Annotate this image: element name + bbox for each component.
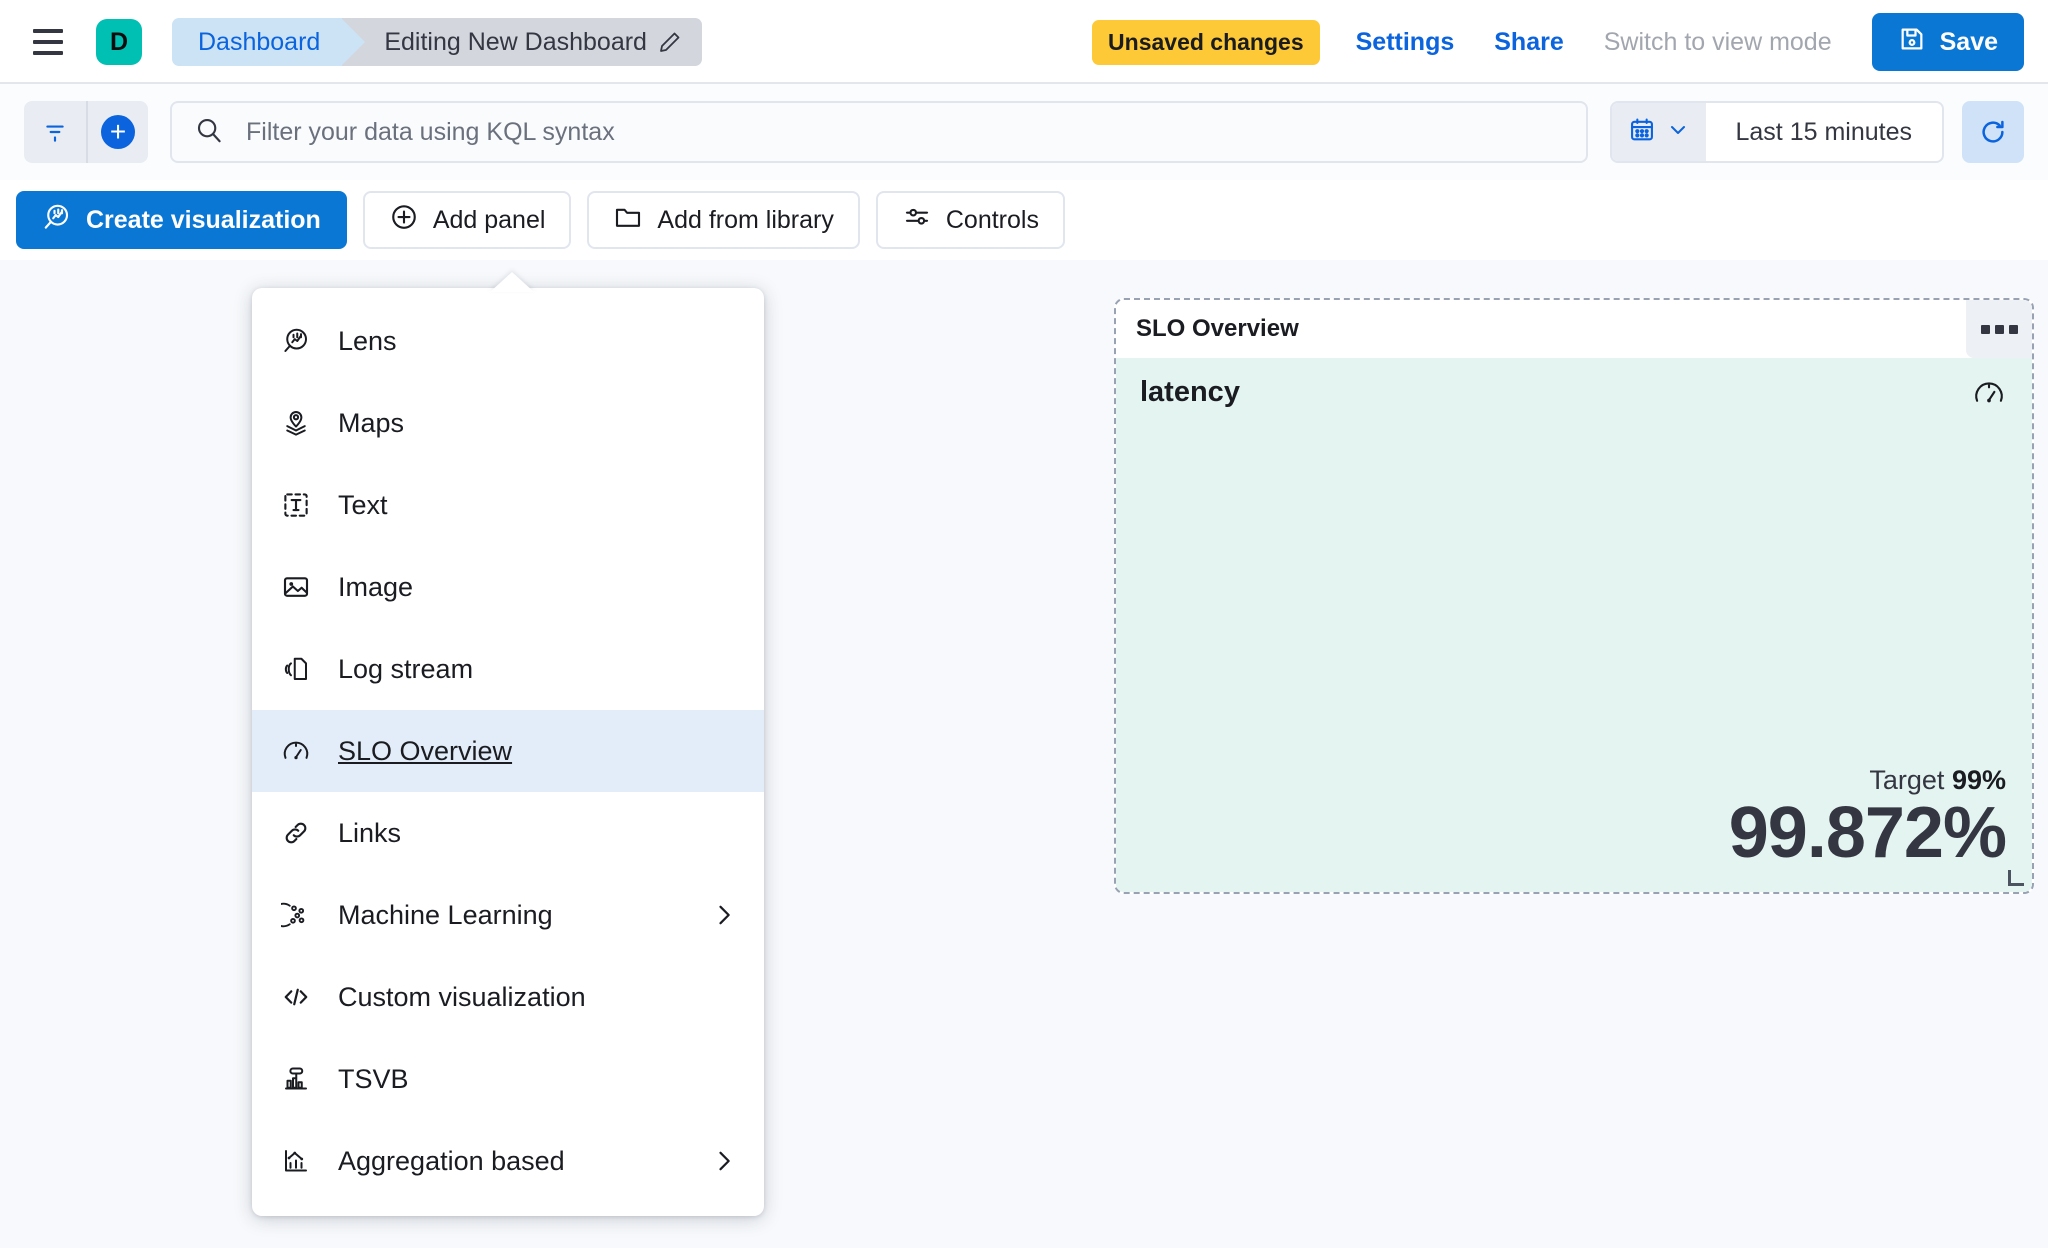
slo-panel-body: latency Target 99% 99.872% (1116, 358, 2032, 892)
menu-item-label: Machine Learning (338, 899, 553, 930)
menu-item-label: TSVB (338, 1063, 409, 1094)
code-icon (280, 981, 312, 1013)
menu-item-label: Maps (338, 407, 405, 438)
slo-name: latency (1140, 376, 1240, 408)
menu-item-lens[interactable]: Lens (252, 300, 764, 382)
pencil-icon[interactable] (658, 30, 682, 54)
panel-title: SLO Overview (1136, 315, 1299, 342)
add-panel-menu: Lens Maps Text (252, 288, 764, 1216)
calendar-icon (1628, 116, 1656, 149)
log-stream-icon (280, 653, 312, 685)
query-bar: + Filter your data using KQL syntax (0, 84, 2048, 180)
aggregation-icon (280, 1145, 312, 1177)
date-picker: Last 15 minutes (1609, 101, 1944, 163)
slo-sli-value: 99.872% (1728, 793, 2007, 874)
breadcrumb-dashboard[interactable]: Dashboard (172, 18, 366, 66)
menu-item-image[interactable]: Image (252, 546, 764, 628)
slo-target-value: 99% (1951, 765, 2006, 796)
link-icon (280, 817, 312, 849)
menu-item-label: Custom visualization (338, 981, 586, 1012)
save-button-label: Save (1939, 27, 1998, 56)
save-disk-icon (1898, 25, 1926, 60)
share-link[interactable]: Share (1494, 27, 1564, 56)
filter-icon[interactable] (24, 101, 86, 163)
time-range-display[interactable]: Last 15 minutes (1735, 117, 1913, 146)
tsvb-icon (280, 1063, 312, 1095)
filter-group: + (24, 101, 148, 163)
dashboard-toolbar: Create visualization Add panel Add from … (0, 180, 2048, 260)
gauge-icon (1972, 376, 2006, 415)
calendar-quick-select-button[interactable] (1611, 103, 1706, 161)
save-button[interactable]: Save (1871, 13, 2024, 71)
refresh-icon[interactable] (1962, 101, 2024, 163)
menu-item-label: SLO Overview (338, 735, 513, 766)
add-from-library-button[interactable]: Add from library (587, 191, 860, 249)
hamburger-icon[interactable] (26, 20, 70, 64)
gauge-icon (280, 735, 312, 767)
menu-item-slo-overview[interactable]: SLO Overview (252, 710, 764, 792)
create-visualization-button[interactable]: Create visualization (16, 191, 347, 249)
menu-item-label: Log stream (338, 653, 474, 684)
menu-item-tsvb[interactable]: TSVB (252, 1038, 764, 1120)
breadcrumb-dashboard-label: Dashboard (198, 27, 321, 56)
search-placeholder: Filter your data using KQL syntax (246, 117, 615, 146)
settings-link[interactable]: Settings (1355, 27, 1455, 56)
panel-header: SLO Overview (1116, 300, 2032, 358)
menu-item-label: Text (338, 489, 388, 520)
slo-overview-panel[interactable]: SLO Overview latency Target 99% 99.872% (1114, 298, 2034, 894)
menu-item-text[interactable]: Text (252, 464, 764, 546)
search-icon (194, 115, 224, 150)
map-pin-layers-icon (280, 407, 312, 439)
slo-metric-block: Target 99% 99.872% (1140, 765, 2007, 874)
avatar-letter: D (109, 27, 129, 56)
breadcrumb-current-label: Editing New Dashboard (384, 27, 647, 56)
lens-icon (280, 325, 312, 357)
add-filter-button[interactable]: + (86, 101, 148, 163)
breadcrumb: Dashboard Editing New Dashboard (172, 18, 702, 66)
switch-to-view-mode-link[interactable]: Switch to view mode (1603, 27, 1832, 56)
slo-header-row: latency (1140, 376, 2006, 415)
controls-label: Controls (945, 205, 1039, 234)
menu-item-maps[interactable]: Maps (252, 382, 764, 464)
slo-target-row: Target 99% (1140, 765, 2006, 796)
three-dots-icon[interactable] (1966, 300, 2032, 358)
menu-item-aggregation-based[interactable]: Aggregation based (252, 1120, 764, 1202)
menu-item-label: Links (338, 817, 402, 848)
menu-item-custom-visualization[interactable]: Custom visualization (252, 956, 764, 1038)
menu-item-label: Image (338, 571, 414, 602)
popover-arrow (490, 272, 534, 292)
text-box-icon (280, 489, 312, 521)
app-header: D Dashboard Editing New Dashboard Unsave… (0, 0, 2048, 84)
status-badge[interactable]: Unsaved changes (1092, 19, 1320, 65)
slo-target-label: Target (1869, 765, 1945, 796)
folder-icon (613, 202, 643, 239)
chevron-right-icon (710, 1147, 738, 1175)
menu-item-log-stream[interactable]: Log stream (252, 628, 764, 710)
add-panel-label: Add panel (432, 205, 546, 234)
menu-item-machine-learning[interactable]: Machine Learning (252, 874, 764, 956)
create-visualization-label: Create visualization (86, 205, 321, 234)
add-panel-button[interactable]: Add panel (362, 191, 572, 249)
chevron-right-icon (710, 901, 738, 929)
breadcrumb-current[interactable]: Editing New Dashboard (342, 18, 702, 66)
menu-item-label: Lens (338, 325, 397, 356)
search-input[interactable]: Filter your data using KQL syntax (170, 101, 1588, 163)
chevron-down-icon (1666, 118, 1690, 147)
image-icon (280, 571, 312, 603)
machine-learning-icon (280, 899, 312, 931)
panel-resize-handle[interactable] (2008, 870, 2024, 886)
menu-item-label: Aggregation based (338, 1145, 565, 1176)
sliders-icon (902, 202, 932, 239)
plus-circle-outline-icon (389, 202, 419, 239)
add-from-library-label: Add from library (657, 205, 834, 234)
avatar[interactable]: D (96, 19, 142, 65)
controls-button[interactable]: Controls (875, 191, 1065, 249)
menu-item-links[interactable]: Links (252, 792, 764, 874)
plus-circle-icon: + (101, 115, 135, 149)
lens-icon (42, 202, 72, 239)
